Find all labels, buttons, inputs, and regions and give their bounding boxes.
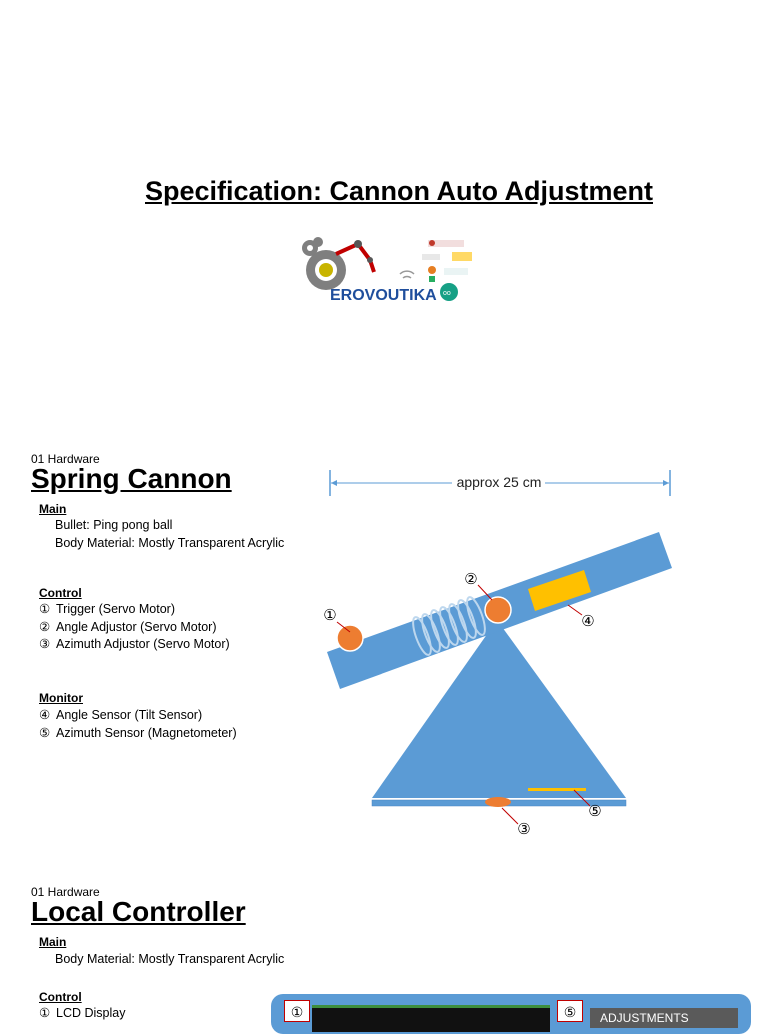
monitor-label: Monitor [39,691,83,705]
control-item: ① LCD Display [39,1005,125,1023]
cannon-base-triangle [372,620,626,798]
erovoutika-logo: EROVOUTIKA oo [302,237,472,304]
trigger-servo [336,624,364,652]
magnetometer [528,788,586,791]
callout-3: ③ [517,821,530,838]
control-item: ② Angle Adjustor (Servo Motor) [39,619,217,637]
section-heading-spring-cannon: Spring Cannon [31,463,232,494]
item-number: ① [39,1006,51,1020]
control-label: Control [39,586,82,600]
item-number: ③ [39,637,51,651]
section-heading-local-controller: Local Controller [31,896,246,927]
panel-callout-5: ⑤ [557,1000,583,1022]
monitor-item: ④ Angle Sensor (Tilt Sensor) [39,707,202,725]
main-label: Main [39,935,67,949]
item-text: Trigger (Servo Motor) [56,602,176,616]
item-text: Angle Sensor (Tilt Sensor) [56,708,203,722]
wifi-icon [399,270,415,279]
callout-5: ⑤ [588,803,601,820]
panel-callout-1: ① [284,1000,310,1022]
dimension-line [329,470,671,496]
item-text: Azimuth Adjustor (Servo Motor) [56,637,230,651]
control-label: Control [39,990,82,1004]
main-item: Body Material: Mostly Transparent Acryli… [55,536,285,550]
item-text: Angle Adjustor (Servo Motor) [56,620,217,634]
item-text: LCD Display [56,1006,126,1020]
callout-1: ① [323,607,336,624]
dimension-label: approx 25 cm [457,474,542,490]
item-number: ② [39,620,51,634]
lcd-screen [312,1005,550,1032]
item-text: Azimuth Sensor (Magnetometer) [56,726,237,740]
section-tag: 01 Hardware [31,885,100,899]
control-item: ③ Azimuth Adjustor (Servo Motor) [39,636,230,654]
control-item: ① Trigger (Servo Motor) [39,601,175,619]
item-number: ① [39,602,51,616]
robot-arm-icon [335,240,376,273]
gear-icon [302,237,346,290]
section-tag: 01 Hardware [31,452,100,466]
spring-icon [412,596,486,656]
item-number: ⑤ [39,726,51,740]
page-title: Specification: Cannon Auto Adjustment [145,176,653,206]
monitor-item: ⑤ Azimuth Sensor (Magnetometer) [39,725,237,743]
main-item: Body Material: Mostly Transparent Acryli… [55,952,285,966]
logo-wordmark: EROVOUTIKA [330,287,437,304]
callout-4: ④ [581,613,594,630]
main-label: Main [39,502,67,516]
partner-logos: oo [422,240,472,301]
main-item: Bullet: Ping pong ball [55,518,173,532]
adjustments-label: ADJUSTMENTS [590,1008,738,1028]
angle-servo [484,596,512,624]
svg-text:oo: oo [443,290,451,297]
azimuth-servo [485,797,511,807]
item-number: ④ [39,708,51,722]
callout-2: ② [464,571,477,588]
tilt-sensor [528,570,591,611]
